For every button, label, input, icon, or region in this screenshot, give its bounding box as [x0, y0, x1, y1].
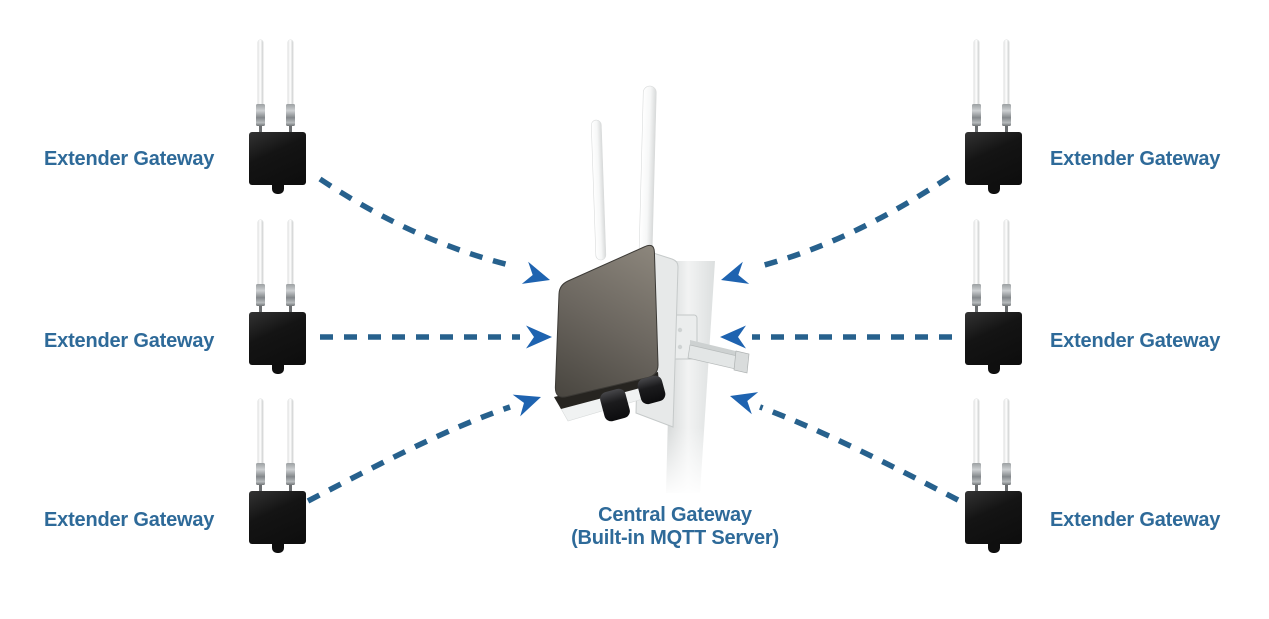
- arrow-bottom-right: [759, 404, 960, 503]
- antenna-stem: [1005, 126, 1008, 132]
- arrow-top-left: [318, 176, 514, 269]
- bracket-plate: [669, 314, 698, 360]
- panel-bottom-bevel: [554, 372, 659, 409]
- device-body: [249, 132, 306, 185]
- antenna-icon: [974, 220, 979, 285]
- device-body: [965, 312, 1022, 365]
- antenna-stem: [1005, 485, 1008, 491]
- extender-gateway-label-middle-right: Extender Gateway: [1050, 330, 1221, 352]
- antenna-icon: [974, 40, 979, 105]
- central-gateway-label-line1: Central Gateway: [598, 504, 752, 526]
- extender-gateway-label-bottom-right: Extender Gateway: [1050, 509, 1221, 531]
- central-gateway-label: Central Gateway (Built-in MQTT Server): [535, 504, 815, 550]
- arrowhead-icon: [521, 261, 550, 284]
- antenna-base-icon: [972, 104, 981, 126]
- antenna-base-icon: [1002, 463, 1011, 485]
- device-connector: [272, 544, 284, 553]
- device-body: [249, 312, 306, 365]
- antenna-base-icon: [286, 463, 295, 485]
- central-panel-front: [554, 244, 659, 398]
- arrow-top-right: [756, 174, 951, 270]
- antenna-stem: [259, 485, 262, 491]
- arrowhead-icon: [730, 392, 759, 415]
- antenna-stem: [1005, 306, 1008, 312]
- extender-gateway-device-middle-right: [965, 220, 1023, 374]
- antenna-icon: [974, 399, 979, 464]
- device-connector: [988, 544, 1000, 553]
- antenna-icon: [288, 220, 293, 285]
- mounting-pole: [666, 261, 715, 493]
- antenna-icon: [1004, 220, 1009, 285]
- arrow-bottom-left: [306, 404, 511, 504]
- arrowhead-icon: [721, 261, 750, 284]
- device-body: [965, 132, 1022, 185]
- extender-gateway-label-middle-left: Extender Gateway: [44, 330, 215, 352]
- bracket-screw: [677, 344, 683, 350]
- bracket-screw: [677, 327, 683, 333]
- antenna-base-icon: [972, 284, 981, 306]
- extender-gateway-device-bottom-left: [249, 399, 307, 553]
- antenna-icon: [1004, 40, 1009, 105]
- antenna-stem: [975, 306, 978, 312]
- pole-fade: [658, 427, 724, 497]
- arrowhead-icon: [512, 394, 541, 417]
- extender-gateway-device-top-left: [249, 40, 307, 194]
- rear-enclosure: [635, 250, 679, 428]
- device-connector: [988, 365, 1000, 374]
- cable-gland: [637, 375, 666, 405]
- device-body: [965, 491, 1022, 544]
- central-antenna-right-icon: [638, 85, 657, 257]
- arrowhead-icon: [526, 325, 552, 349]
- antenna-base-icon: [972, 463, 981, 485]
- device-connector: [272, 185, 284, 194]
- antenna-icon: [288, 40, 293, 105]
- bracket-clamp: [733, 350, 750, 374]
- device-connector: [272, 365, 284, 374]
- bracket-arm: [690, 340, 744, 359]
- antenna-base-icon: [1002, 104, 1011, 126]
- antenna-stem: [289, 306, 292, 312]
- antenna-stem: [289, 126, 292, 132]
- antenna-base-icon: [256, 463, 265, 485]
- cable-gland: [600, 388, 630, 422]
- antenna-base-icon: [256, 104, 265, 126]
- central-antenna-left-icon: [590, 119, 607, 261]
- antenna-icon: [258, 40, 263, 105]
- bracket-arm: [687, 344, 747, 372]
- antenna-icon: [288, 399, 293, 464]
- antenna-base-icon: [286, 104, 295, 126]
- antenna-icon: [258, 220, 263, 285]
- antenna-stem: [289, 485, 292, 491]
- extender-gateway-label-bottom-left: Extender Gateway: [44, 509, 215, 531]
- device-connector: [988, 185, 1000, 194]
- extender-gateway-label-top-left: Extender Gateway: [44, 148, 215, 170]
- antenna-stem: [975, 485, 978, 491]
- arrowhead-icon: [720, 325, 746, 349]
- antenna-stem: [975, 126, 978, 132]
- extender-gateway-device-middle-left: [249, 220, 307, 374]
- enclosure-bottom: [559, 383, 657, 422]
- extender-gateway-label-top-right: Extender Gateway: [1050, 148, 1221, 170]
- antenna-icon: [1004, 399, 1009, 464]
- antenna-stem: [259, 306, 262, 312]
- antenna-base-icon: [1002, 284, 1011, 306]
- extender-gateway-device-bottom-right: [965, 399, 1023, 553]
- extender-gateway-device-top-right: [965, 40, 1023, 194]
- antenna-stem: [259, 126, 262, 132]
- central-gateway-device: [554, 85, 750, 497]
- antenna-icon: [258, 399, 263, 464]
- antenna-base-icon: [286, 284, 295, 306]
- device-body: [249, 491, 306, 544]
- antenna-base-icon: [256, 284, 265, 306]
- central-gateway-label-line2: (Built-in MQTT Server): [571, 527, 779, 549]
